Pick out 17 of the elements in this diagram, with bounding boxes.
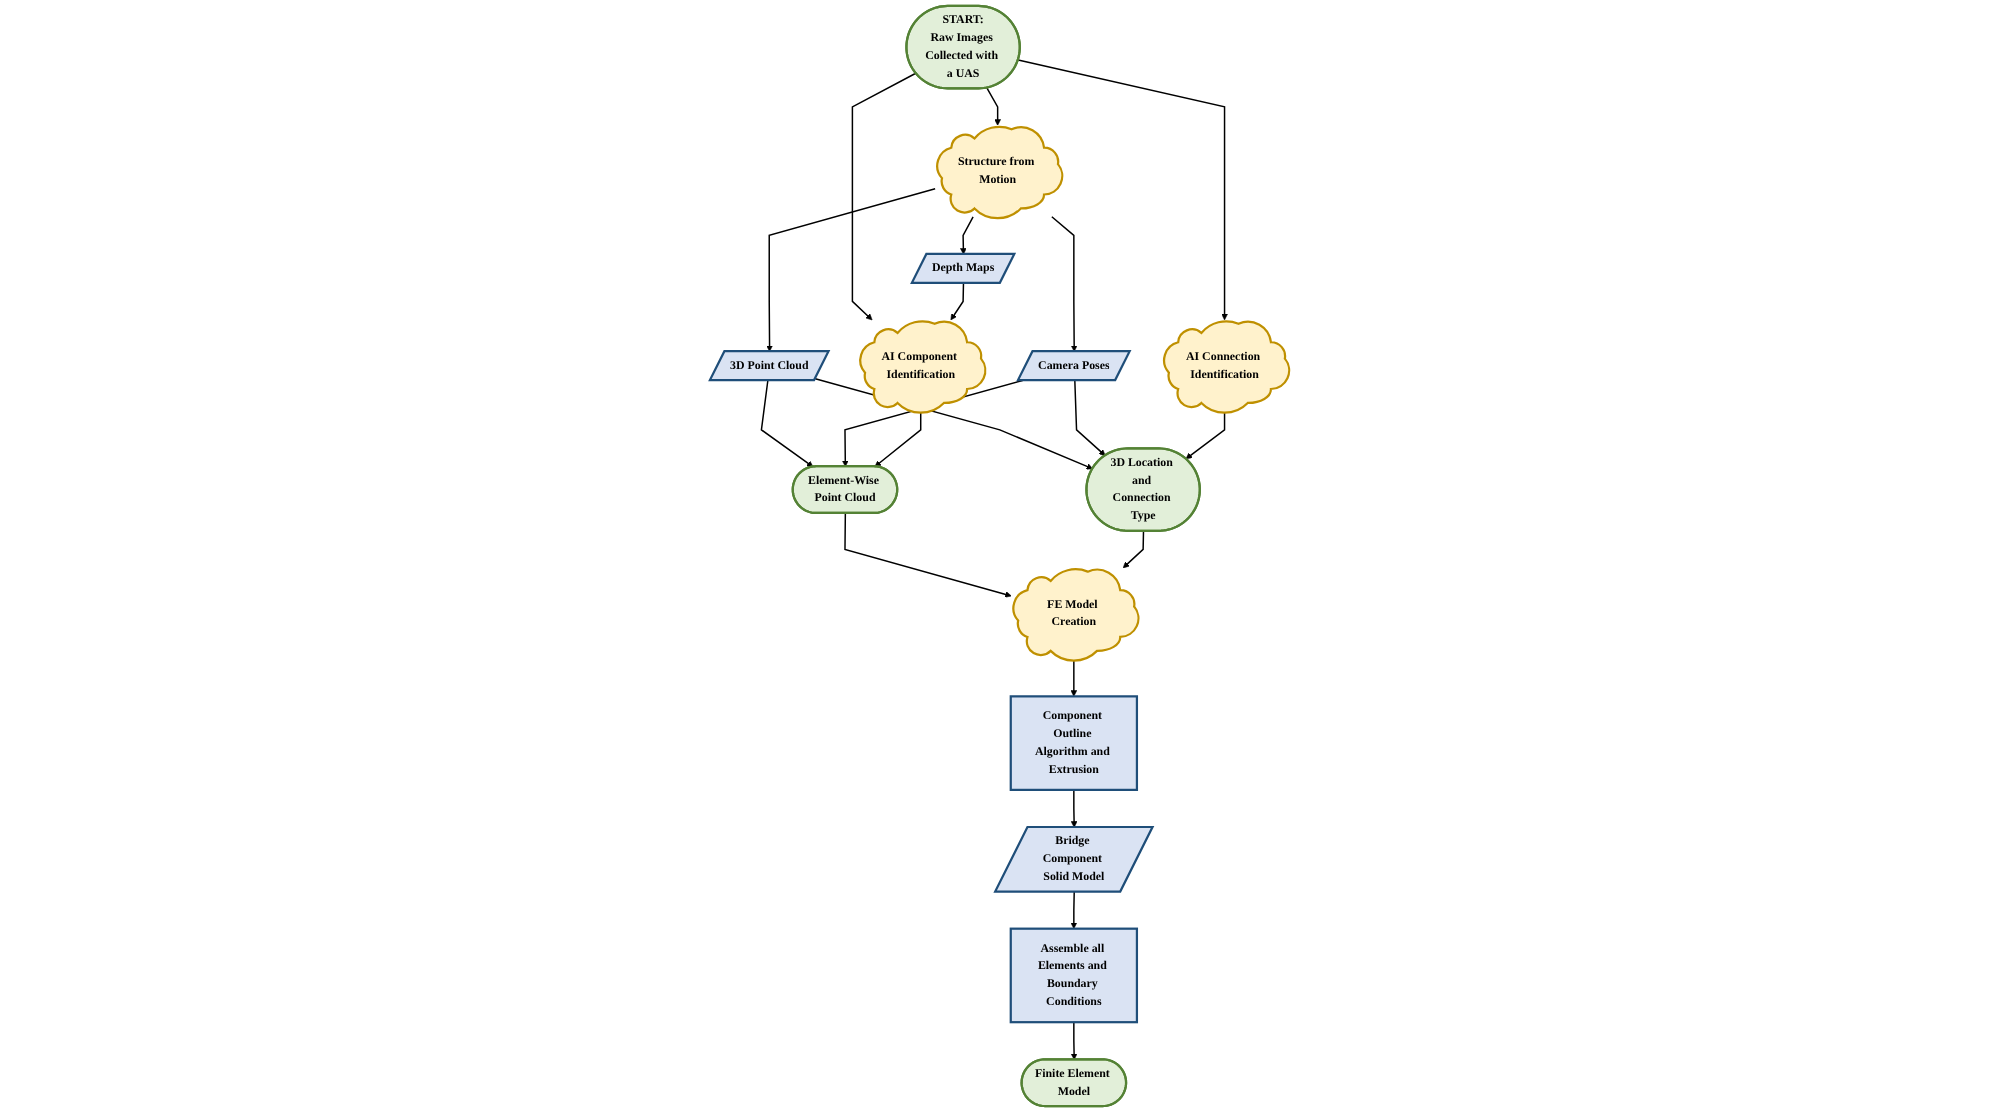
arrow: [1071, 789, 1078, 828]
arrow: [1071, 658, 1078, 697]
arrow: [875, 410, 922, 467]
arrow: [1017, 59, 1229, 321]
arrow: [1071, 1021, 1078, 1060]
arrow: [1074, 379, 1106, 456]
arrow: [1186, 410, 1226, 460]
arrow: [951, 282, 965, 321]
arrow: [844, 512, 1013, 598]
arrow: [986, 87, 1002, 126]
arrow: [1123, 530, 1145, 569]
arrow: [766, 187, 937, 352]
arrow: [852, 72, 917, 321]
arrow: [761, 379, 814, 468]
arrow: [960, 216, 975, 255]
arrow: [1071, 891, 1078, 929]
arrow: [1051, 216, 1078, 352]
